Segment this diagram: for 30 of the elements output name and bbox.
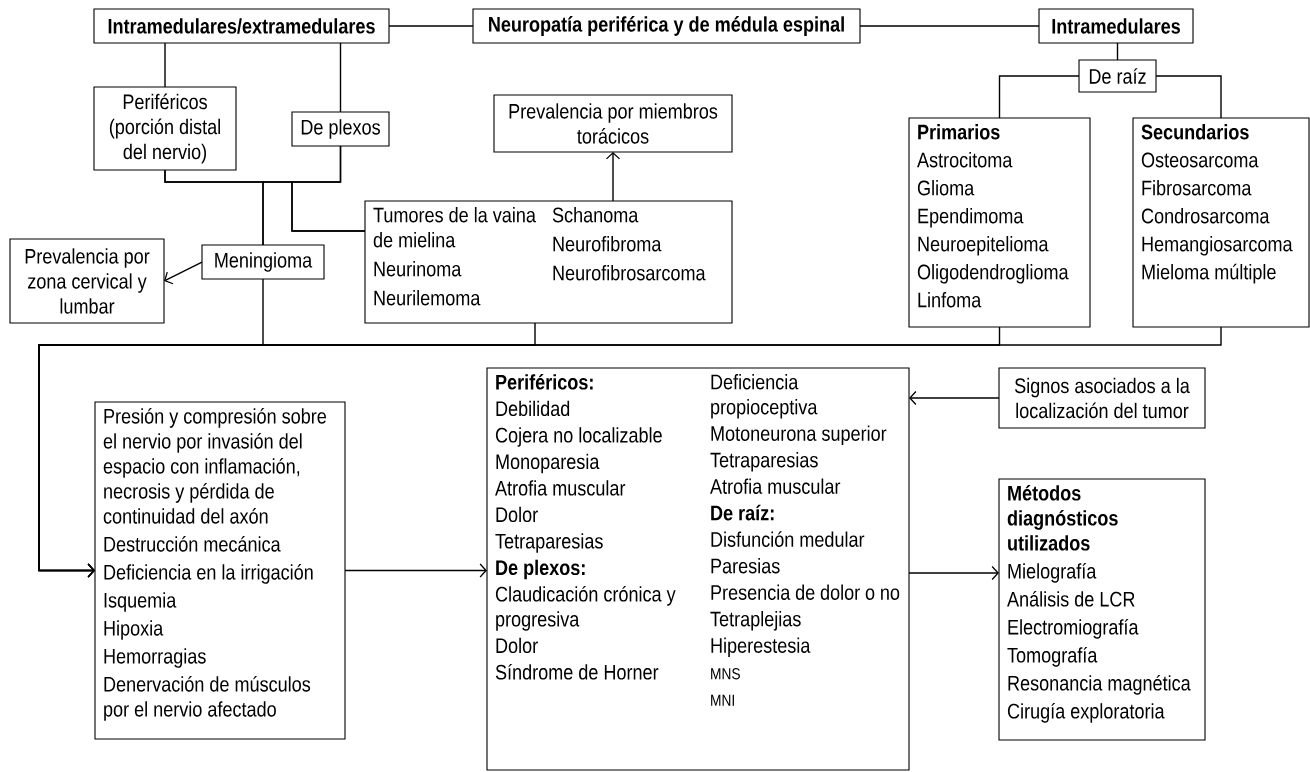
- connector-line: [388, 25, 474, 27]
- arrow: [605, 152, 621, 202]
- connector-line: [164, 42, 166, 88]
- text-box: Signos asociados a la localización del tumor: [998, 367, 1206, 429]
- text-box: Periféricos: Debilidad Cojera no localizable Monoparesia Atrofia muscular Dolor Tetraparesias De plexos: Claudicación crónica y progresiva Dolor Síndrome de Horner Deficiencia propioceptiva Motoneurona superior Tetraparesias Atrofia muscular De raíz: Disfunción medular Paresias Presencia de dolor o no Tetraplejias Hiperestesia MNS MNI: [486, 367, 910, 771]
- connector-line: [1116, 42, 1119, 61]
- connector-line: [1155, 75, 1222, 119]
- text-box: Métodos diagnósticos utilizados Mielografía Análisis de LCR Electromiografía Tomografía Resonancia magnética Cirugía exploratoria: [998, 478, 1206, 741]
- text-box: Tumores de la vaina de mielina Neurinoma Neurilemoma Schanoma Neurofibroma Neurofibrosarcoma: [364, 200, 733, 324]
- text-box: Intramedulares: [1038, 8, 1194, 44]
- connector-line: [262, 145, 342, 246]
- text-box: Secundarios Osteosarcoma Fibrosarcoma Condrosarcoma Hemangiosarcoma Mieloma múltiple: [1132, 117, 1310, 328]
- connector-line: [859, 25, 1040, 27]
- text-box: Periféricos (porción distal del nervio): [93, 86, 237, 171]
- text-box: Neuropatía periférica y de médula espinal: [472, 8, 861, 44]
- text-box: Primarios Astrocitoma Glioma Ependimoma Neuroepitelioma Oligodendroglioma Linfoma: [908, 117, 1091, 328]
- text-box: Prevalencia por zona cervical y lumbar: [9, 238, 165, 324]
- arrow: [344, 563, 487, 578]
- arrow: [909, 390, 1000, 406]
- arrow: [908, 565, 999, 581]
- connector-line: [998, 75, 1080, 119]
- text-box: De raíz: [1078, 59, 1157, 93]
- arrow: [38, 326, 1222, 578]
- text-box: Intramedulares/extramedulares: [93, 8, 390, 44]
- text-box: Presión y compresión sobre el nervio por invasión del espacio con inflamación, necrosis y pérdida de continuidad del axón Destrucción mecánica Deficiencia en la irrigación Isquemia Hipoxia Hemorragias Denervación de músculos por el nervio afectado: [94, 401, 346, 740]
- text-box: De plexos: [291, 111, 390, 147]
- connector-line: [339, 42, 342, 113]
- text-box: Prevalencia por miembros torácicos: [493, 94, 733, 153]
- arrow: [164, 261, 203, 285]
- text-box: Meningioma: [201, 244, 325, 280]
